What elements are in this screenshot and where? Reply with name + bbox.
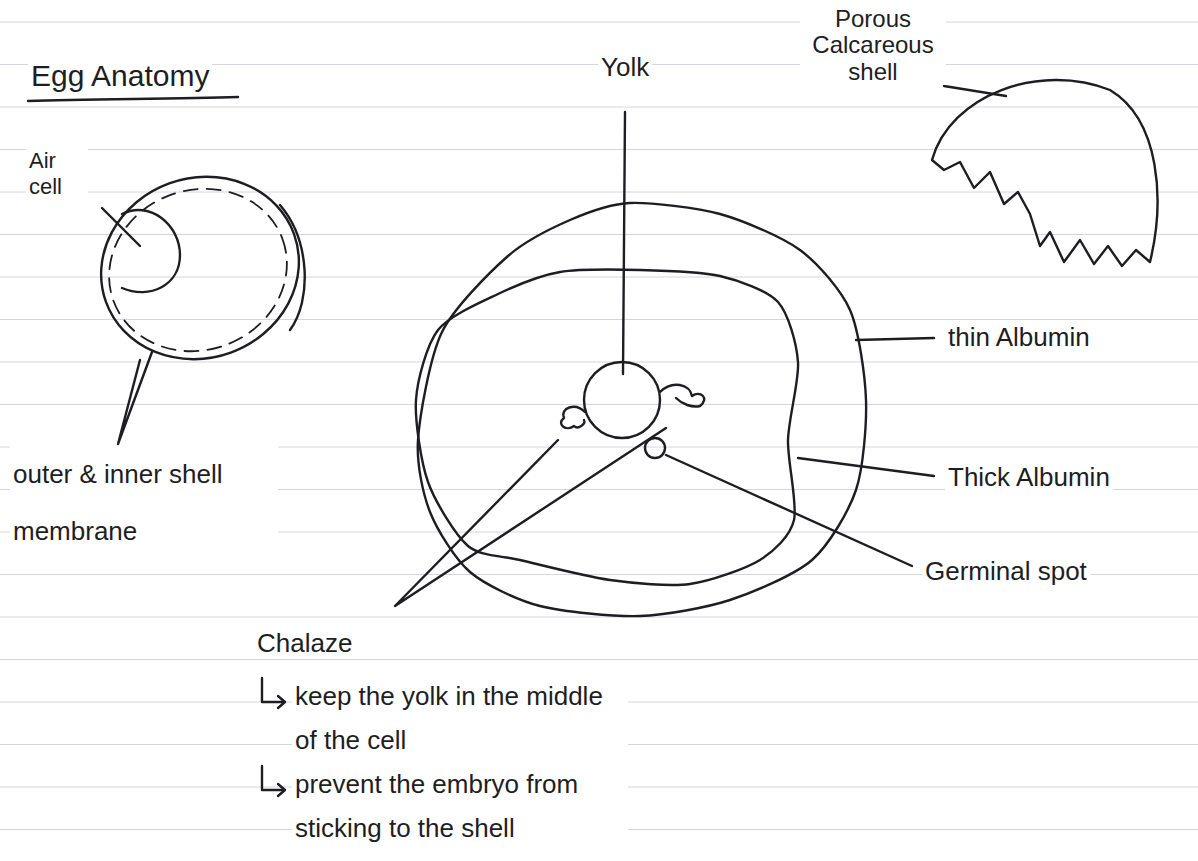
ruled-line	[0, 362, 1198, 363]
air-cell	[122, 210, 180, 292]
part-label: Air cell	[26, 148, 88, 201]
note-text: prevent the embryo from sticking to the …	[292, 762, 628, 850]
outer-membrane-stroke	[280, 205, 305, 330]
inner-membrane	[86, 164, 310, 376]
part-label: Yolk	[598, 52, 652, 83]
ruled-line	[0, 659, 1198, 660]
ruled-line	[0, 277, 1198, 278]
part-label: outer & inner shell membrane	[10, 446, 278, 560]
membrane-leader	[118, 352, 152, 444]
chalaza-left	[561, 407, 585, 428]
thick-albumin-outline	[416, 270, 798, 585]
ruled-line	[0, 22, 1198, 23]
ruled-line	[0, 149, 1198, 150]
ruled-line	[0, 404, 1198, 405]
chalaza-right	[660, 385, 704, 407]
note-arrow	[262, 766, 285, 796]
page-title: Egg Anatomy	[28, 58, 212, 94]
part-label: Porous Calcareous shell	[800, 6, 946, 85]
egg-shell-outline	[75, 149, 325, 387]
thin-albumin-leader	[856, 338, 934, 340]
ruled-line	[0, 234, 1198, 235]
shell-leader	[944, 86, 1006, 96]
air-cell-leader	[102, 208, 140, 246]
part-label: Chalaze	[254, 628, 355, 659]
yolk-leader	[623, 112, 625, 374]
broken-shell	[932, 80, 1157, 266]
ruled-line	[0, 107, 1198, 108]
part-label: Germinal spot	[922, 556, 1090, 587]
thick-albumin-leader	[798, 458, 934, 476]
ruled-line	[0, 319, 1198, 320]
part-label: thin Albumin	[945, 322, 1093, 353]
germinal-leader	[666, 455, 912, 566]
ruled-lines	[0, 22, 1198, 830]
title-underline	[28, 97, 238, 101]
egg-sketch	[28, 80, 1157, 796]
chalaze-leader	[395, 428, 666, 606]
ruled-line	[0, 617, 1198, 618]
note-arrow	[262, 678, 285, 708]
part-label: Thick Albumin	[945, 462, 1113, 493]
note-text: keep the yolk in the middle of the cell	[292, 674, 628, 762]
